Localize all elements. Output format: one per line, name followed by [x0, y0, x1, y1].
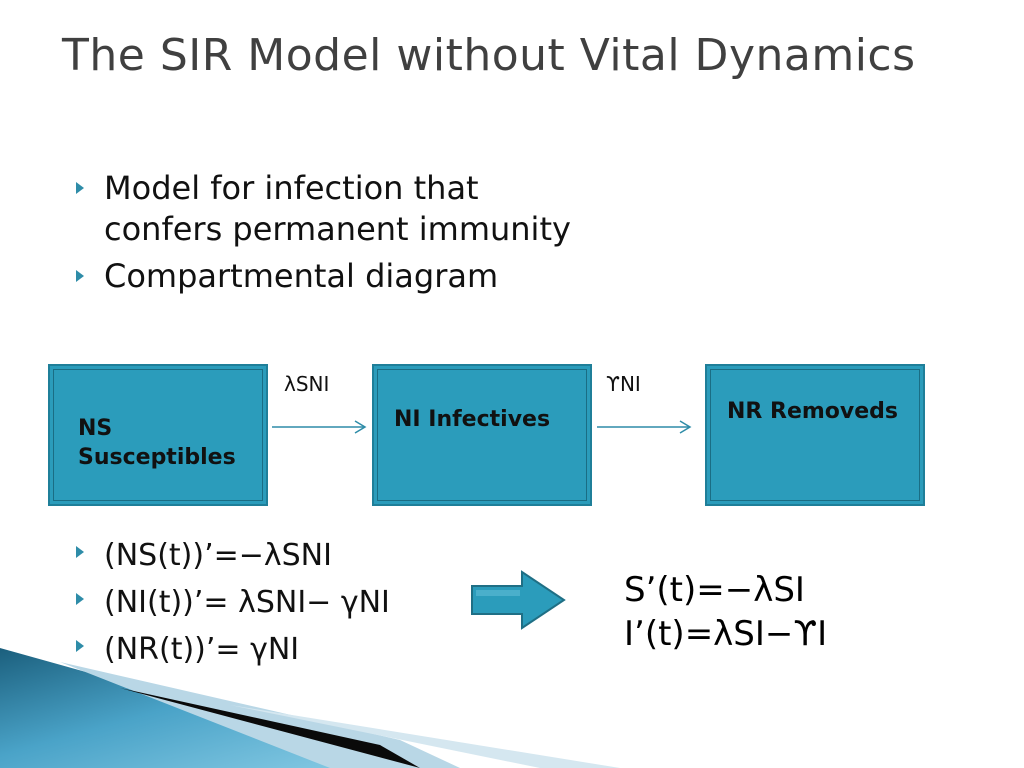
bullet-arrow-icon	[76, 270, 84, 282]
infection-rate-label: λSNI	[284, 372, 330, 396]
equation-susceptibles: (NS(t))’=−λSNI	[104, 538, 332, 573]
bullet-arrow-icon	[76, 182, 84, 194]
bullet-item: Compartmental diagram	[76, 256, 596, 297]
corner-swoosh-decoration	[0, 648, 620, 768]
susceptibles-box	[48, 364, 268, 506]
bullet-arrow-icon	[76, 640, 84, 652]
equation-infectives: (NI(t))’= λSNI− γNI	[104, 585, 390, 620]
bullet-arrow-icon	[76, 546, 84, 558]
equation-item: (NI(t))’= λSNI− γNI	[76, 579, 390, 626]
bullet-text: Model for infection that confers permane…	[104, 169, 571, 248]
infectives-label: NI Infectives	[394, 407, 551, 432]
bullet-item: Model for infection that confers permane…	[76, 168, 596, 250]
equation-item: (NR(t))’= γNI	[76, 626, 390, 673]
bullet-text: Compartmental diagram	[104, 257, 499, 295]
slide-title: The SIR Model without Vital Dynamics	[62, 30, 916, 81]
removal-rate-label: ϒNI	[606, 372, 641, 396]
infectives-box	[372, 364, 592, 506]
infection-arrow	[272, 420, 367, 434]
normalized-equations: S’(t)=−λSI I’(t)=λSI−ϒI	[624, 568, 827, 656]
bullet-arrow-icon	[76, 593, 84, 605]
removeds-label: NR Removeds	[727, 399, 899, 424]
normalized-equation-s: S’(t)=−λSI	[624, 570, 805, 610]
equation-list: (NS(t))’=−λSNI (NI(t))’= λSNI− γNI (NR(t…	[76, 532, 390, 673]
susceptibles-label: NS Susceptibles	[78, 414, 236, 472]
normalized-equation-i: I’(t)=λSI−ϒI	[624, 614, 828, 654]
removeds-box	[705, 364, 925, 506]
susceptibles-label-line2: Susceptibles	[78, 445, 236, 470]
equation-item: (NS(t))’=−λSNI	[76, 532, 390, 579]
block-arrow-icon	[471, 570, 566, 630]
bullet-list: Model for infection that confers permane…	[76, 168, 596, 303]
removal-arrow	[597, 420, 692, 434]
equation-removeds: (NR(t))’= γNI	[104, 632, 300, 667]
susceptibles-label-line1: NS	[78, 416, 113, 441]
